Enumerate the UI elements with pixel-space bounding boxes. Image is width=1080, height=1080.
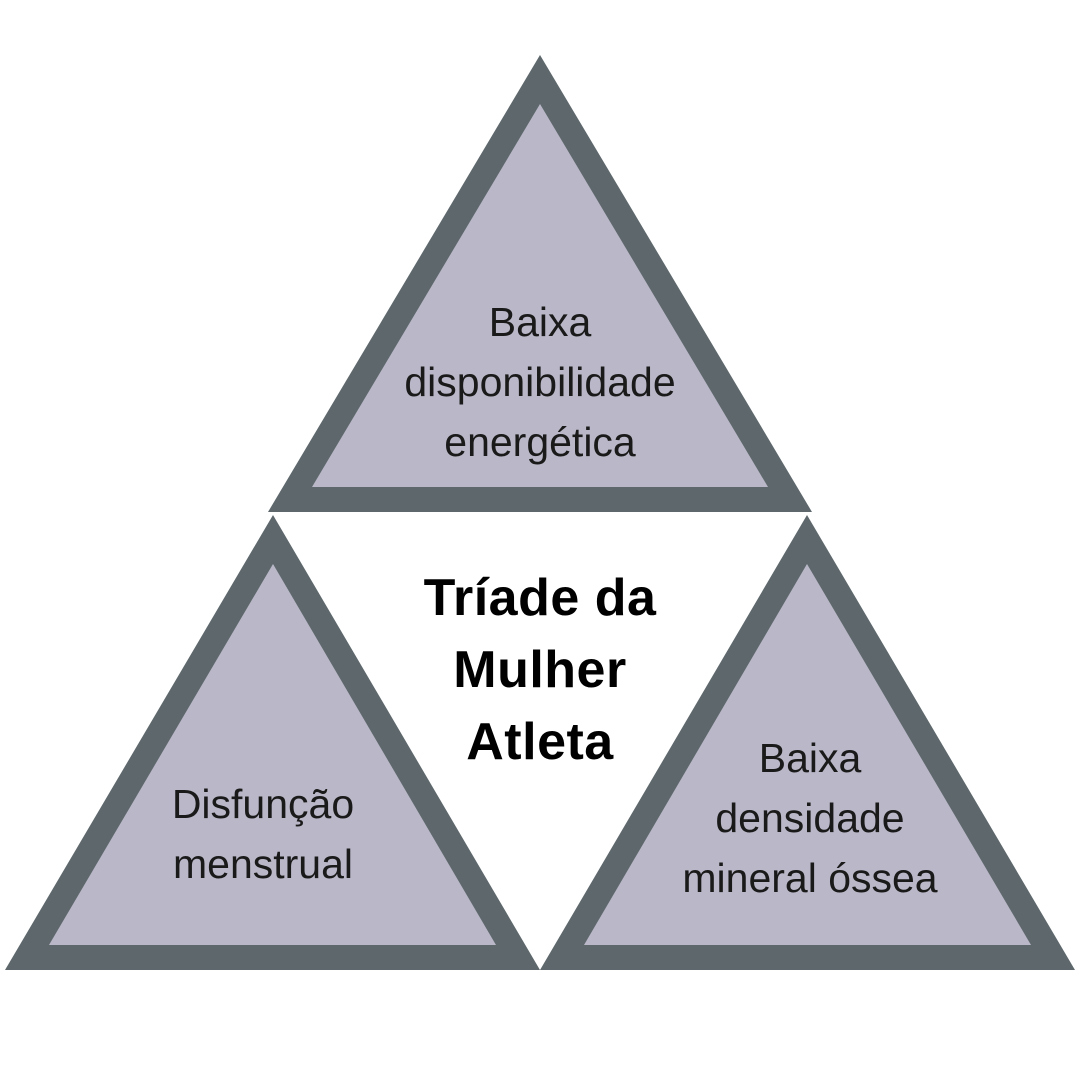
diagram-title: Tríade da Mulher Atleta: [423, 569, 657, 771]
top-triangle-label: Baixa disponibilidade energética: [404, 299, 676, 465]
bottom-left-triangle-label: Disfunção menstrual: [171, 781, 355, 887]
bottom-left-triangle-fill: [49, 564, 496, 945]
bottom-right-triangle-label: Baixa densidade mineral óssea: [682, 735, 938, 901]
bottom-right-triangle-fill: [584, 564, 1031, 945]
top-triangle-fill: [312, 104, 768, 487]
